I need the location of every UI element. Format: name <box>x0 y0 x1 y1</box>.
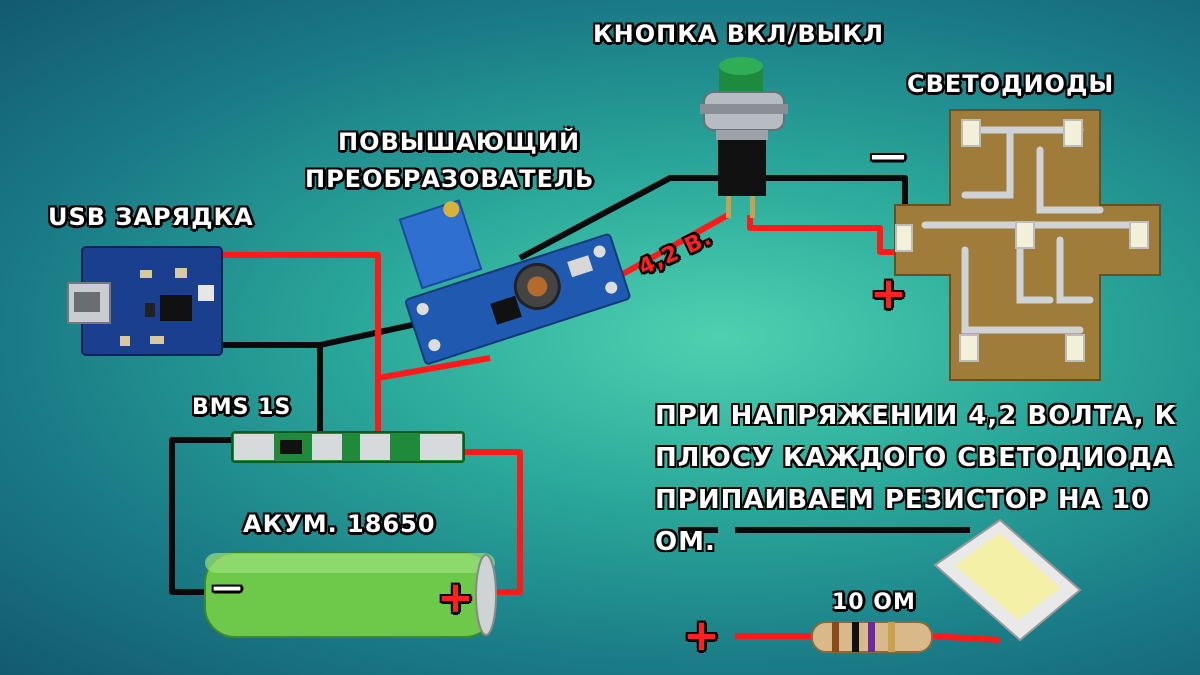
label-resistor: 10 ОМ <box>832 590 916 615</box>
battery-18650 <box>204 552 497 638</box>
label-bms: BMS 1S <box>192 395 292 420</box>
label-booster-line2: ПРЕОБРАЗОВАТЕЛЬ <box>305 165 595 193</box>
push-button <box>700 57 788 218</box>
wire-usb-bat-minus <box>212 342 323 440</box>
label-battery: АКУМ. 18650 <box>243 510 436 538</box>
smd-led-closeup <box>933 518 1082 642</box>
label-booster-line1: ПОВЫШАЮЩИЙ <box>338 128 581 156</box>
resistor-plus-mark: + <box>683 610 721 661</box>
wire-usb-bat-plus <box>212 252 381 440</box>
battery-minus-mark: — <box>212 570 243 605</box>
boost-converter-board <box>398 199 631 365</box>
wire-booster-to-button <box>518 175 718 261</box>
wire-resistor-to-led <box>929 633 1001 643</box>
note-line2: ПЛЮСУ КАЖДОГО СВЕТОДИОДА <box>655 443 1175 473</box>
label-button: КНОПКА ВКЛ/ВЫКЛ <box>593 20 885 48</box>
usb-charger-board <box>67 246 223 356</box>
bms-board <box>231 431 465 463</box>
note-text: ПРИ НАПРЯЖЕНИИ 4,2 ВОЛТА, К ПЛЮСУ КАЖДОГ… <box>655 395 1200 563</box>
led-plus-mark: + <box>870 268 908 319</box>
note-line1: ПРИ НАПРЯЖЕНИИ 4,2 ВОЛТА, К <box>655 401 1177 431</box>
wire-button-to-led <box>760 175 908 215</box>
battery-plus-mark: + <box>437 572 475 623</box>
resistor-10-ohm <box>811 621 933 653</box>
wire-button-to-led-red <box>747 215 900 255</box>
led-chips <box>895 119 1149 362</box>
wire-booster-plus <box>377 355 491 381</box>
note-line3: ПРИПАИВАЕМ РЕЗИСТОР НА 10 ОМ. <box>655 485 1151 557</box>
label-leds: СВЕТОДИОДЫ <box>907 70 1115 98</box>
led-board <box>894 109 1161 381</box>
led-minus-mark: — <box>870 135 907 176</box>
label-usb-charger: USB ЗАРЯДКА <box>48 203 254 231</box>
